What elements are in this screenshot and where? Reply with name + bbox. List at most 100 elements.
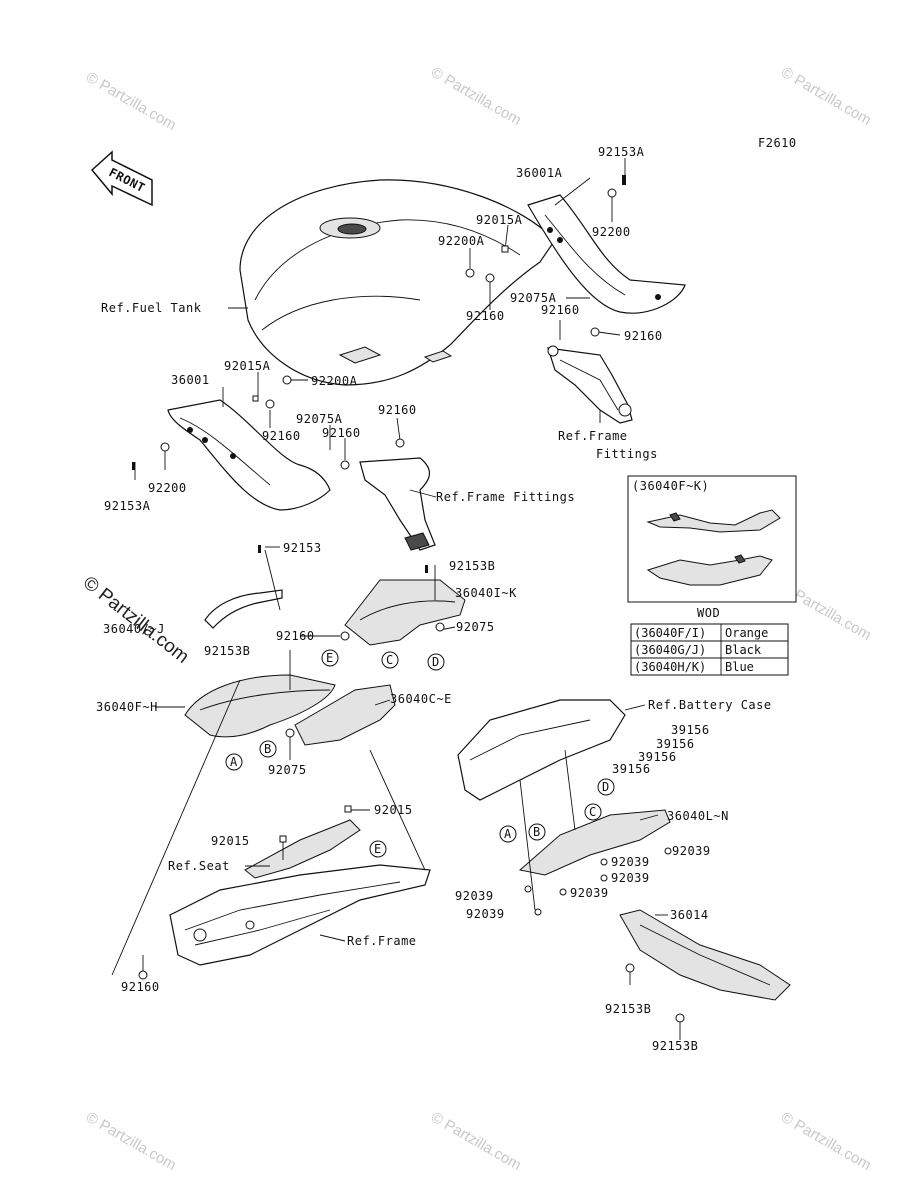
label-36040L-N: 36040L~N — [667, 809, 729, 823]
callout-B-1: B — [264, 742, 272, 756]
callout-B-2: B — [533, 825, 541, 839]
label-ref-frame: Ref.Frame — [347, 934, 417, 948]
label-92153B-b: 92153B — [204, 644, 250, 658]
inset-panel: (36040F~K) WOD (36040F/I) Orange (36040G… — [627, 475, 797, 676]
label-92153B-a: 92153B — [449, 559, 495, 573]
label-92200A-top: 92200A — [438, 234, 485, 248]
cover-36040L-N-drawing — [518, 809, 671, 876]
watermark-6: © Partzilla.com — [428, 1109, 524, 1174]
label-92015-a: 92015 — [374, 803, 413, 817]
label-36014: 36014 — [670, 908, 709, 922]
label-92075-b: 92075 — [268, 763, 307, 777]
label-92039-d: 92039 — [455, 889, 494, 903]
callout-E-1: E — [326, 651, 334, 665]
label-ref-frame-fittings-r1: Ref.Frame — [558, 429, 628, 443]
label-ref-frame-fittings-r2: Fittings — [596, 447, 658, 461]
label-39156-c: 39156 — [638, 750, 677, 764]
label-92160-g: 92160 — [276, 629, 315, 643]
label-92039-f: 92039 — [466, 907, 505, 921]
label-ref-seat: Ref.Seat — [168, 859, 230, 873]
label-36040F-H: 36040F~H — [96, 700, 158, 714]
inset-title: (36040F~K) — [632, 479, 709, 493]
callouts: E C D B A E D C A B — [225, 649, 615, 858]
label-92200-left: 92200 — [148, 481, 187, 495]
label-36040J: 36040/~J — [103, 622, 165, 636]
cover-36040F-H-drawing — [184, 674, 336, 738]
callout-D-1: D — [432, 655, 440, 669]
front-arrow-icon: FRONT — [90, 150, 153, 207]
label-92153: 92153 — [283, 541, 322, 555]
label-39156-d: 39156 — [612, 762, 651, 776]
label-92160-b: 92160 — [541, 303, 580, 317]
callout-E-2: E — [374, 842, 382, 856]
label-92153B-c: 92153B — [605, 1002, 651, 1016]
chain-guard-36014-drawing — [619, 909, 791, 1001]
watermark-5: © Partzilla.com — [83, 1109, 179, 1174]
cover-36001A-drawing — [527, 194, 686, 314]
label-39156-a: 39156 — [671, 723, 710, 737]
frame-fittings-right-drawing — [547, 345, 633, 424]
label-92160-c: 92160 — [624, 329, 663, 343]
cover-36040C-E-drawing — [294, 684, 396, 746]
watermark-main: © Partzilla.com — [79, 572, 193, 667]
label-92153A-top: 92153A — [598, 145, 645, 159]
callout-A-2: A — [504, 827, 512, 841]
label-92075-a: 92075 — [456, 620, 495, 634]
callout-A-1: A — [230, 755, 238, 769]
label-92160-d: 92160 — [378, 403, 417, 417]
watermark-1: © Partzilla.com — [83, 69, 179, 134]
label-92075A-top: 92075A — [510, 291, 557, 305]
label-92015A-top: 92015A — [476, 213, 523, 227]
label-92015-b: 92015 — [211, 834, 250, 848]
watermark-2: © Partzilla.com — [428, 64, 524, 129]
label-92039-e: 92039 — [570, 886, 609, 900]
callout-C-1: C — [386, 653, 394, 667]
callout-C-2: C — [589, 805, 597, 819]
label-36001: 36001 — [171, 373, 210, 387]
watermark-3: © Partzilla.com — [778, 64, 874, 129]
part-labels: 92153A 36001A 92200 92015A 92200A 92160 … — [96, 145, 772, 1053]
label-ref-battery-case: Ref.Battery Case — [648, 698, 772, 712]
label-92160-a: 92160 — [466, 309, 505, 323]
seat-drawing — [244, 819, 361, 879]
label-92200-top: 92200 — [592, 225, 631, 239]
trim-36040J-drawing — [204, 589, 283, 629]
label-36040C-E: 36040C~E — [390, 692, 452, 706]
inset-row-1-color: Orange — [725, 626, 768, 640]
label-92160-e: 92160 — [262, 429, 301, 443]
label-92153B-d: 92153B — [652, 1039, 698, 1053]
label-92200A-left: 92200A — [311, 374, 358, 388]
cover-36001-drawing — [167, 399, 331, 511]
hardware — [132, 175, 685, 1023]
inset-row-1-code: (36040F/I) — [634, 626, 706, 640]
battery-case-drawing — [457, 699, 626, 801]
label-92160-h: 92160 — [121, 980, 160, 994]
label-39156-b: 39156 — [656, 737, 695, 751]
label-92039-c: 92039 — [611, 871, 650, 885]
inset-row-2-code: (36040G/J) — [634, 643, 706, 657]
label-ref-frame-fittings: Ref.Frame Fittings — [436, 490, 575, 504]
label-ref-fuel-tank: Ref.Fuel Tank — [101, 301, 202, 315]
callout-D-2: D — [602, 780, 610, 794]
fuel-tank-drawing — [239, 179, 556, 386]
label-92015A-left: 92015A — [224, 359, 271, 373]
label-36040I-K: 36040I~K — [455, 586, 517, 600]
inset-row-3-color: Blue — [725, 660, 754, 674]
label-92075A-left: 92075A — [296, 412, 343, 426]
watermark-7: © Partzilla.com — [778, 1109, 874, 1174]
figure-code: F2610 — [758, 136, 797, 150]
inset-legend-title: WOD — [697, 606, 720, 620]
inset-row-2-color: Black — [725, 643, 762, 657]
label-92153A-left: 92153A — [104, 499, 151, 513]
inset-row-3-code: (36040H/K) — [634, 660, 706, 674]
label-92160-f: 92160 — [322, 426, 361, 440]
label-92039-b: 92039 — [672, 844, 711, 858]
label-92039-a: 92039 — [611, 855, 650, 869]
leader-lines — [111, 158, 681, 1040]
frame-fittings-left-drawing — [359, 457, 436, 551]
rear-frame-drawing — [169, 864, 431, 966]
label-36001A: 36001A — [516, 166, 563, 180]
cover-36040I-K-drawing — [344, 579, 466, 646]
